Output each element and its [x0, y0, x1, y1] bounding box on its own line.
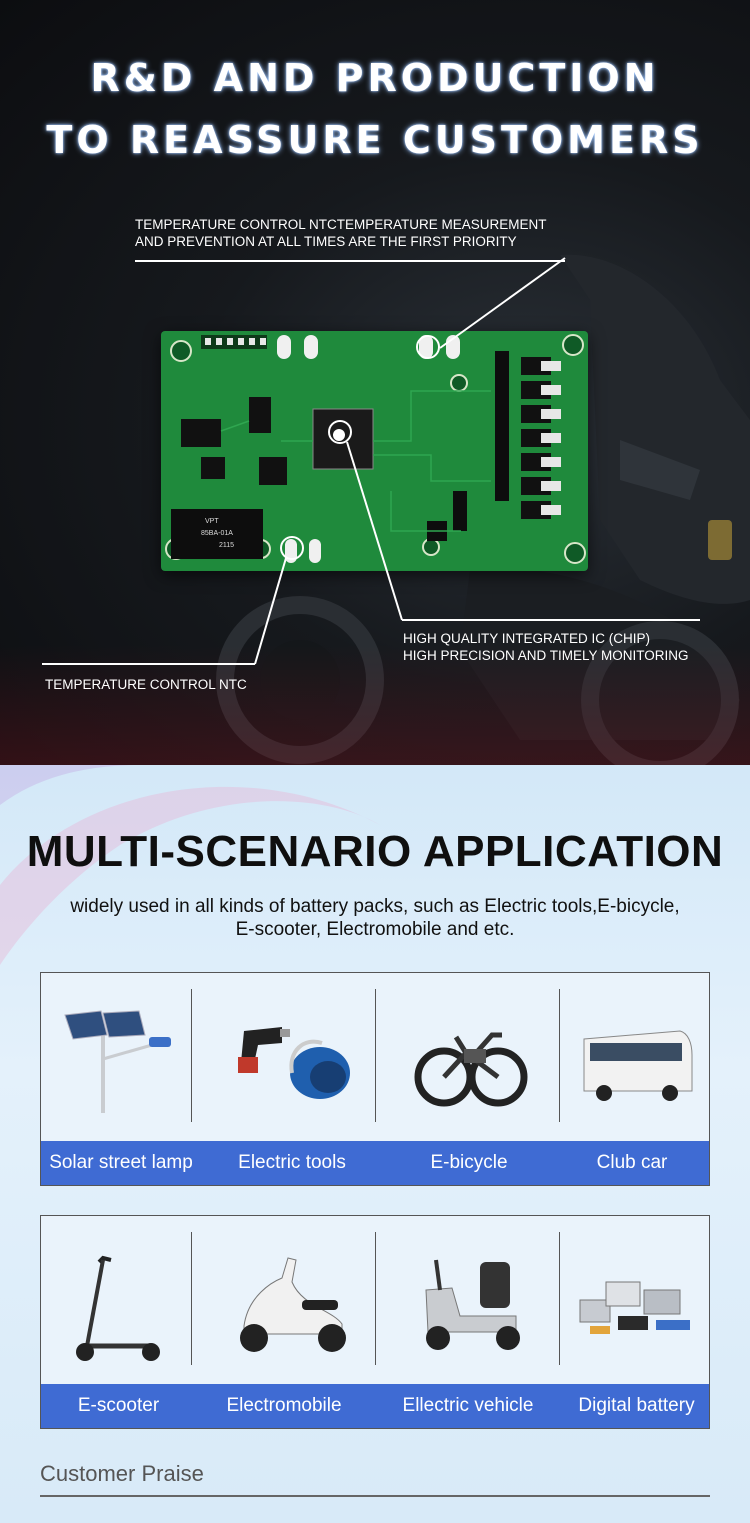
electric-tools-icon — [238, 1027, 350, 1099]
annotation-top: TEMPERATURE CONTROL NTCTEMPERATURE MEASU… — [135, 216, 565, 262]
label-bar-row2: E-scooter Electromobile Ellectric vehicl… — [41, 1384, 709, 1428]
applications-title: MULTI-SCENARIO APPLICATION — [26, 827, 724, 876]
pcb-model-marking: 85BA-01A — [201, 530, 233, 537]
label-digital-battery: Digital battery — [578, 1395, 695, 1416]
hero-title-line1: R&D AND PRODUCTION — [90, 56, 660, 100]
annotation-left-text: TEMPERATURE CONTROL NTC — [45, 677, 247, 692]
label-electromobile: Electromobile — [226, 1395, 342, 1416]
annotation-top-line2: AND PREVENTION AT ALL TIMES ARE THE FIRS… — [135, 234, 517, 249]
annotation-top-line1: TEMPERATURE CONTROL NTCTEMPERATURE MEASU… — [135, 217, 547, 232]
cell-divider — [375, 1232, 376, 1365]
cell-divider — [191, 1232, 192, 1365]
label-club-car: Club car — [596, 1152, 668, 1173]
e-scooter-cell — [41, 1216, 191, 1384]
background-swoosh-icon — [0, 765, 380, 965]
annotation-right: HIGH QUALITY INTEGRATED IC (CHIP) HIGH P… — [403, 630, 703, 664]
electric-vehicle-icon — [425, 1259, 520, 1350]
label-e-scooter: E-scooter — [77, 1395, 160, 1416]
label-bar-row1: Solar street lamp Electric tools E-bicyc… — [41, 1141, 709, 1185]
cell-divider — [559, 1232, 560, 1365]
application-panel-row1: Solar street lamp Electric tools E-bicyc… — [40, 972, 710, 1186]
electromobile-icon — [240, 1257, 346, 1352]
solar-street-lamp-icon — [64, 1010, 171, 1113]
annotation-left: TEMPERATURE CONTROL NTC — [45, 676, 265, 693]
customer-praise-rule — [40, 1495, 710, 1497]
cell-divider — [559, 989, 560, 1122]
pcb-circuit-icon: VPT 85BA-01A 2115 — [165, 334, 586, 564]
annotation-leader-lines — [42, 257, 700, 665]
hero-section: R&D AND PRODUCTION TO REASSURE CUSTOMERS… — [0, 0, 750, 765]
application-panel-row2: E-scooter Electromobile Ellectric vehicl… — [40, 1215, 710, 1429]
solar-street-lamp-cell — [41, 973, 191, 1141]
label-solar-street-lamp: Solar street lamp — [49, 1152, 193, 1173]
label-e-bicycle: E-bicycle — [430, 1152, 508, 1173]
annotation-top-rule — [135, 260, 565, 262]
electric-tools-cell — [192, 973, 375, 1141]
electric-vehicle-cell — [376, 1216, 559, 1384]
motorcycle-background-icon — [216, 254, 750, 765]
applications-subtitle-line2: E-scooter, Electromobile and etc. — [235, 919, 515, 940]
digital-battery-icon — [579, 1281, 690, 1334]
label-electric-tools: Electric tools — [238, 1152, 346, 1173]
club-car-cell — [560, 973, 709, 1141]
cell-divider — [191, 989, 192, 1122]
applications-subtitle: widely used in all kinds of battery pack… — [30, 895, 720, 941]
label-electric-vehicle: Ellectric vehicle — [402, 1395, 534, 1416]
annotation-right-line1: HIGH QUALITY INTEGRATED IC (CHIP) — [403, 631, 651, 646]
annotation-right-line2: HIGH PRECISION AND TIMELY MONITORING — [403, 648, 689, 663]
digital-battery-cell — [560, 1216, 709, 1384]
customer-praise-heading: Customer Praise — [40, 1461, 204, 1486]
e-scooter-icon — [76, 1255, 160, 1361]
applications-subtitle-line1: widely used in all kinds of battery pack… — [70, 896, 680, 917]
applications-section: MULTI-SCENARIO APPLICATION widely used i… — [0, 765, 750, 1523]
e-bicycle-cell — [376, 973, 559, 1141]
e-bicycle-icon — [414, 1032, 528, 1107]
pcb-code-marking: 2115 — [219, 542, 234, 549]
club-car-icon — [583, 1030, 693, 1101]
cell-divider — [375, 989, 376, 1122]
pcb-chip-marking: VPT — [205, 518, 219, 525]
electromobile-cell — [192, 1216, 375, 1384]
hero-title-line2: TO REASSURE CUSTOMERS — [46, 118, 704, 162]
